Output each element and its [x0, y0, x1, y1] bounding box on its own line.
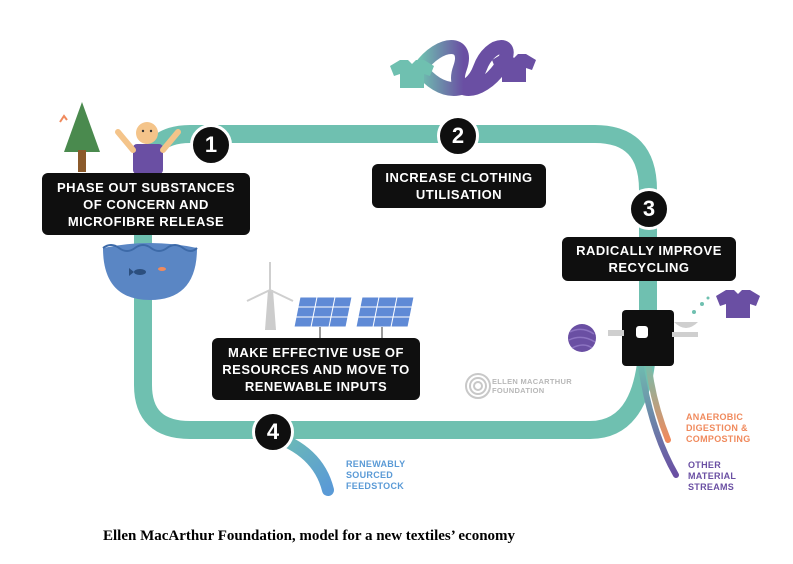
other-streams-label: OTHER MATERIAL STREAMS [688, 460, 736, 493]
foundation-logo-icon [465, 373, 491, 399]
step-2-number: 2 [451, 123, 465, 148]
anaerobic-line-1: ANAEROBIC [686, 412, 744, 422]
logo-line-1: ELLEN MACARTHUR [492, 377, 572, 386]
step-1-line-3: MICROFIBRE RELEASE [67, 213, 225, 229]
step-4-line-3: RENEWABLE INPUTS [244, 378, 388, 394]
renewable-line-2: SOURCED [346, 470, 394, 480]
anaerobic-line-3: COMPOSTING [686, 434, 751, 444]
step-4-line-1: MAKE EFFECTIVE USE OF [228, 344, 404, 360]
anaerobic-flow [645, 357, 671, 443]
step-3-badge: 3 [628, 188, 670, 230]
anaerobic-line-2: DIGESTION & [686, 423, 748, 433]
step-1-badge: 1 [190, 124, 232, 166]
renewable-label: RENEWABLY SOURCED FEEDSTOCK [346, 459, 405, 492]
step-2-line-2: UTILISATION [415, 187, 503, 202]
step-1-line-1: PHASE OUT SUBSTANCES [56, 179, 236, 195]
other-line-3: STREAMS [688, 482, 735, 492]
logo-line-2: FOUNDATION [492, 386, 545, 395]
step-2-line-1: INCREASE CLOTHING [385, 170, 533, 185]
step-1-line-2: OF CONCERN AND [83, 196, 209, 212]
yarn-ball-icon [568, 324, 596, 352]
recycling-machine-icon [608, 310, 698, 366]
figure-caption: Ellen MacArthur Foundation, model for a … [103, 528, 516, 544]
other-line-1: OTHER [688, 460, 721, 470]
step-4-line-2: RESOURCES AND MOVE TO [222, 361, 410, 377]
step-4-box: MAKE EFFECTIVE USE OF RESOURCES AND MOVE… [212, 338, 420, 400]
person-icon [115, 122, 181, 174]
step-2-badge: 2 [437, 115, 479, 157]
water-fish-icon [102, 243, 198, 300]
step-2-box: INCREASE CLOTHING UTILISATION [372, 164, 546, 208]
step-1-box: PHASE OUT SUBSTANCES OF CONCERN AND MICR… [42, 173, 250, 235]
renewable-line-3: FEEDSTOCK [346, 481, 405, 491]
other-line-2: MATERIAL [688, 471, 737, 481]
step-3-line-1: RADICALLY IMPROVE [576, 243, 722, 258]
step-1-number: 1 [204, 132, 218, 157]
wind-turbine-icon [246, 262, 294, 330]
renewable-line-1: RENEWABLY [346, 459, 406, 469]
tree-icon [59, 102, 100, 172]
foundation-logo-text: ELLEN MACARTHUR FOUNDATION [492, 377, 572, 395]
anaerobic-label: ANAEROBIC DIGESTION & COMPOSTING [686, 412, 751, 445]
step-3-number: 3 [642, 196, 656, 221]
infinity-tshirt-icon [390, 40, 536, 96]
other-flow [637, 357, 679, 478]
step-4-number: 4 [266, 419, 280, 444]
step-4-badge: 4 [252, 411, 294, 453]
recycled-tshirt-icon [692, 290, 760, 318]
step-3-box: RADICALLY IMPROVE RECYCLING [562, 237, 736, 281]
solar-panel-icon [293, 296, 415, 340]
step-3-line-2: RECYCLING [608, 260, 690, 275]
